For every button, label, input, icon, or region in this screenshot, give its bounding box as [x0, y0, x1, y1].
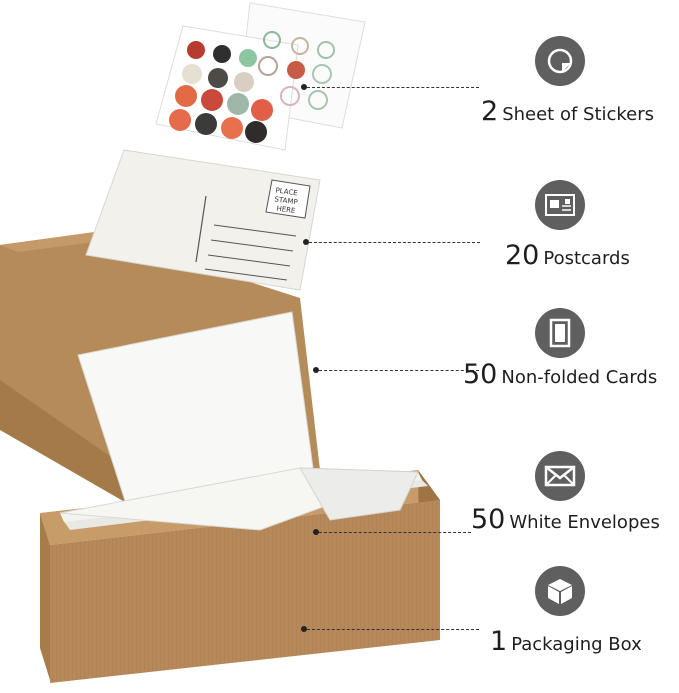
feature-text: White Envelopes [509, 512, 660, 533]
leader-dot [301, 626, 307, 632]
leader-line [307, 87, 479, 88]
leader-dot [301, 84, 307, 90]
feature-text: Packaging Box [511, 634, 642, 655]
stamp-text-2: STAMP [274, 195, 298, 206]
sticker-sheets [155, 2, 366, 151]
card-icon [535, 308, 585, 358]
postcard: PLACE STAMP HERE [85, 149, 321, 291]
feature-count: 20 [505, 240, 540, 271]
sticker-icon [535, 36, 585, 86]
box-icon [535, 566, 585, 616]
postcard-icon [535, 180, 585, 230]
feature-count: 2 [481, 96, 499, 127]
feature-text: Non-folded Cards [501, 367, 658, 388]
envelope-stack [59, 467, 428, 531]
leader-dot [313, 367, 319, 373]
feature-text: Postcards [543, 248, 630, 269]
leader-line [319, 370, 479, 371]
stamp-text-3: HERE [276, 205, 296, 216]
leader-dot [313, 529, 319, 535]
feature-text: Sheet of Stickers [502, 104, 655, 125]
feature-count: 1 [490, 626, 508, 657]
feature-count: 50 [471, 504, 506, 535]
stamp-text-1: PLACE [275, 186, 298, 197]
feature-count: 50 [463, 359, 498, 390]
leader-line [307, 629, 479, 630]
leader-line [309, 242, 480, 243]
leader-line [319, 532, 471, 533]
leader-dot [303, 239, 309, 245]
envelope-icon [535, 451, 585, 501]
